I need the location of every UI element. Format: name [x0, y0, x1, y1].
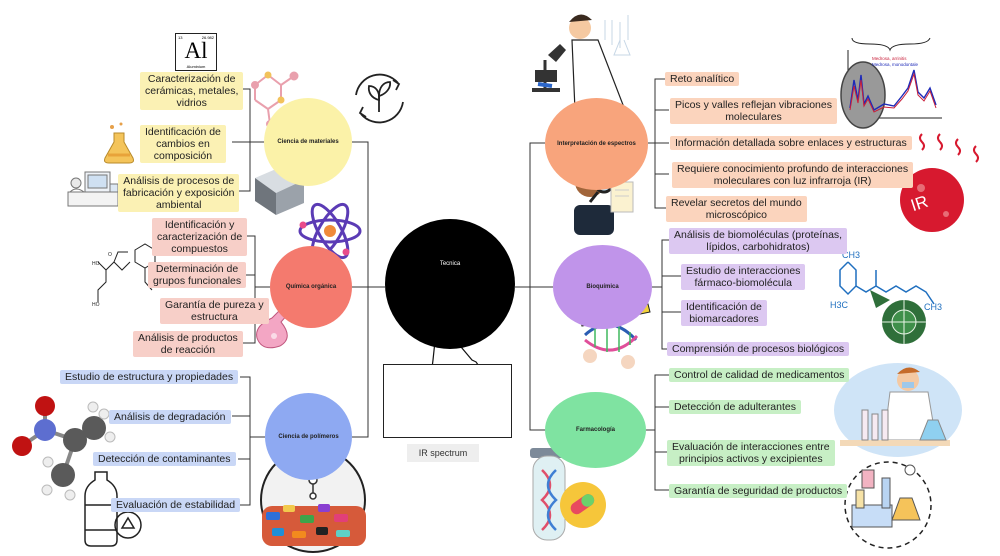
lab-equipment-icon [844, 461, 932, 549]
node-espectros-title: Interpretación de espectros [557, 141, 636, 147]
node-bioquimica: Bioquímica [553, 245, 652, 329]
polimeros-item: Evaluación de estabilidad [111, 498, 241, 512]
scientist-microscope-icon [532, 14, 631, 111]
farmacologia-item: Garantía de seguridad de productos [669, 484, 848, 498]
node-espectros: Interpretación de espectros [545, 98, 648, 190]
connector-center-materiales [352, 141, 385, 288]
connector-center-farmacologia [515, 286, 545, 431]
spectrum-legend-item: Medrosa, monodontale [872, 62, 919, 67]
lab-worker-icon [67, 171, 119, 207]
svg-text:HO: HO [92, 302, 100, 308]
ir-spectrum-box [383, 364, 512, 438]
farmacologia-item: Control de calidad de medicamentos [669, 368, 850, 382]
espectros-item: Reto analítico [665, 72, 740, 86]
green-gear-icon [870, 290, 926, 344]
node-farmacologia: Farmacología [545, 392, 646, 468]
atom-label: CH3 [842, 250, 861, 260]
biomolecule-structure-icon [839, 261, 935, 305]
atom-label: CH3 [924, 302, 943, 312]
node-organica-title: Química orgánica [285, 284, 337, 290]
connector-center-espectros [515, 142, 545, 288]
ir-spectrum-caption: IR spectrum [407, 444, 479, 462]
spectrum-legend: Medrosa, arrinitis Medrosa, monodontale [872, 56, 918, 68]
test-tube-pills-icon [530, 448, 606, 541]
connector-center-polimeros [352, 286, 385, 438]
atom-label: H3C [830, 300, 849, 310]
node-materiales: Ciencia de materiales [264, 98, 352, 186]
espectros-item: Información detallada sobre enlaces y es… [670, 136, 912, 150]
spectrum-legend-item: Medrosa, arrinitis [872, 56, 907, 61]
infrared-ball-icon [900, 133, 979, 232]
spectrum-chart-icon [840, 37, 942, 129]
element-name: Aluminium [186, 64, 206, 69]
element-number: 13 [178, 35, 183, 40]
periodic-element-tile: 13 26.982 Al Aluminium [175, 33, 217, 71]
center-title: Tecnica [439, 261, 461, 267]
farmacologia-item: Detección de adulterantes [669, 400, 801, 414]
bioquimica-item: Comprensión de procesos biológicos [667, 342, 850, 356]
node-polimeros-title: Ciencia de polímeros [278, 433, 339, 440]
atom-icon [298, 202, 362, 260]
polimeros-item: Análisis de degradación [109, 410, 231, 424]
connector-lines [232, 78, 681, 506]
ball-molecule-icon [12, 396, 116, 501]
pharmacist-icon [834, 363, 962, 457]
center-node: Tecnica [385, 219, 515, 349]
plant-cycle-icon [355, 73, 404, 124]
element-symbol: Al [184, 38, 208, 63]
espectros-item: Requiere conocimiento profundo de intera… [672, 162, 914, 188]
svg-text:HO: HO [92, 261, 100, 267]
pink-flask-icon [256, 307, 289, 349]
flask-icon [104, 122, 134, 164]
svg-text:O: O [108, 252, 112, 258]
node-bioquimica-title: Bioquímica [586, 284, 619, 290]
polimeros-item: Detección de contaminantes [93, 452, 236, 466]
element-mass: 26.982 [201, 35, 214, 40]
recycle-icon [114, 511, 142, 539]
node-organica: Química orgánica [270, 246, 352, 328]
node-polimeros: Ciencia de polímeros [265, 393, 352, 480]
bioquimica-item: Análisis de biomoléculas (proteínas,lípi… [669, 228, 848, 254]
node-materiales-title: Ciencia de materiales [277, 139, 339, 145]
polimeros-item: Estudio de estructura y propiedades [60, 370, 239, 384]
node-farmacologia-title: Farmacología [575, 427, 615, 433]
